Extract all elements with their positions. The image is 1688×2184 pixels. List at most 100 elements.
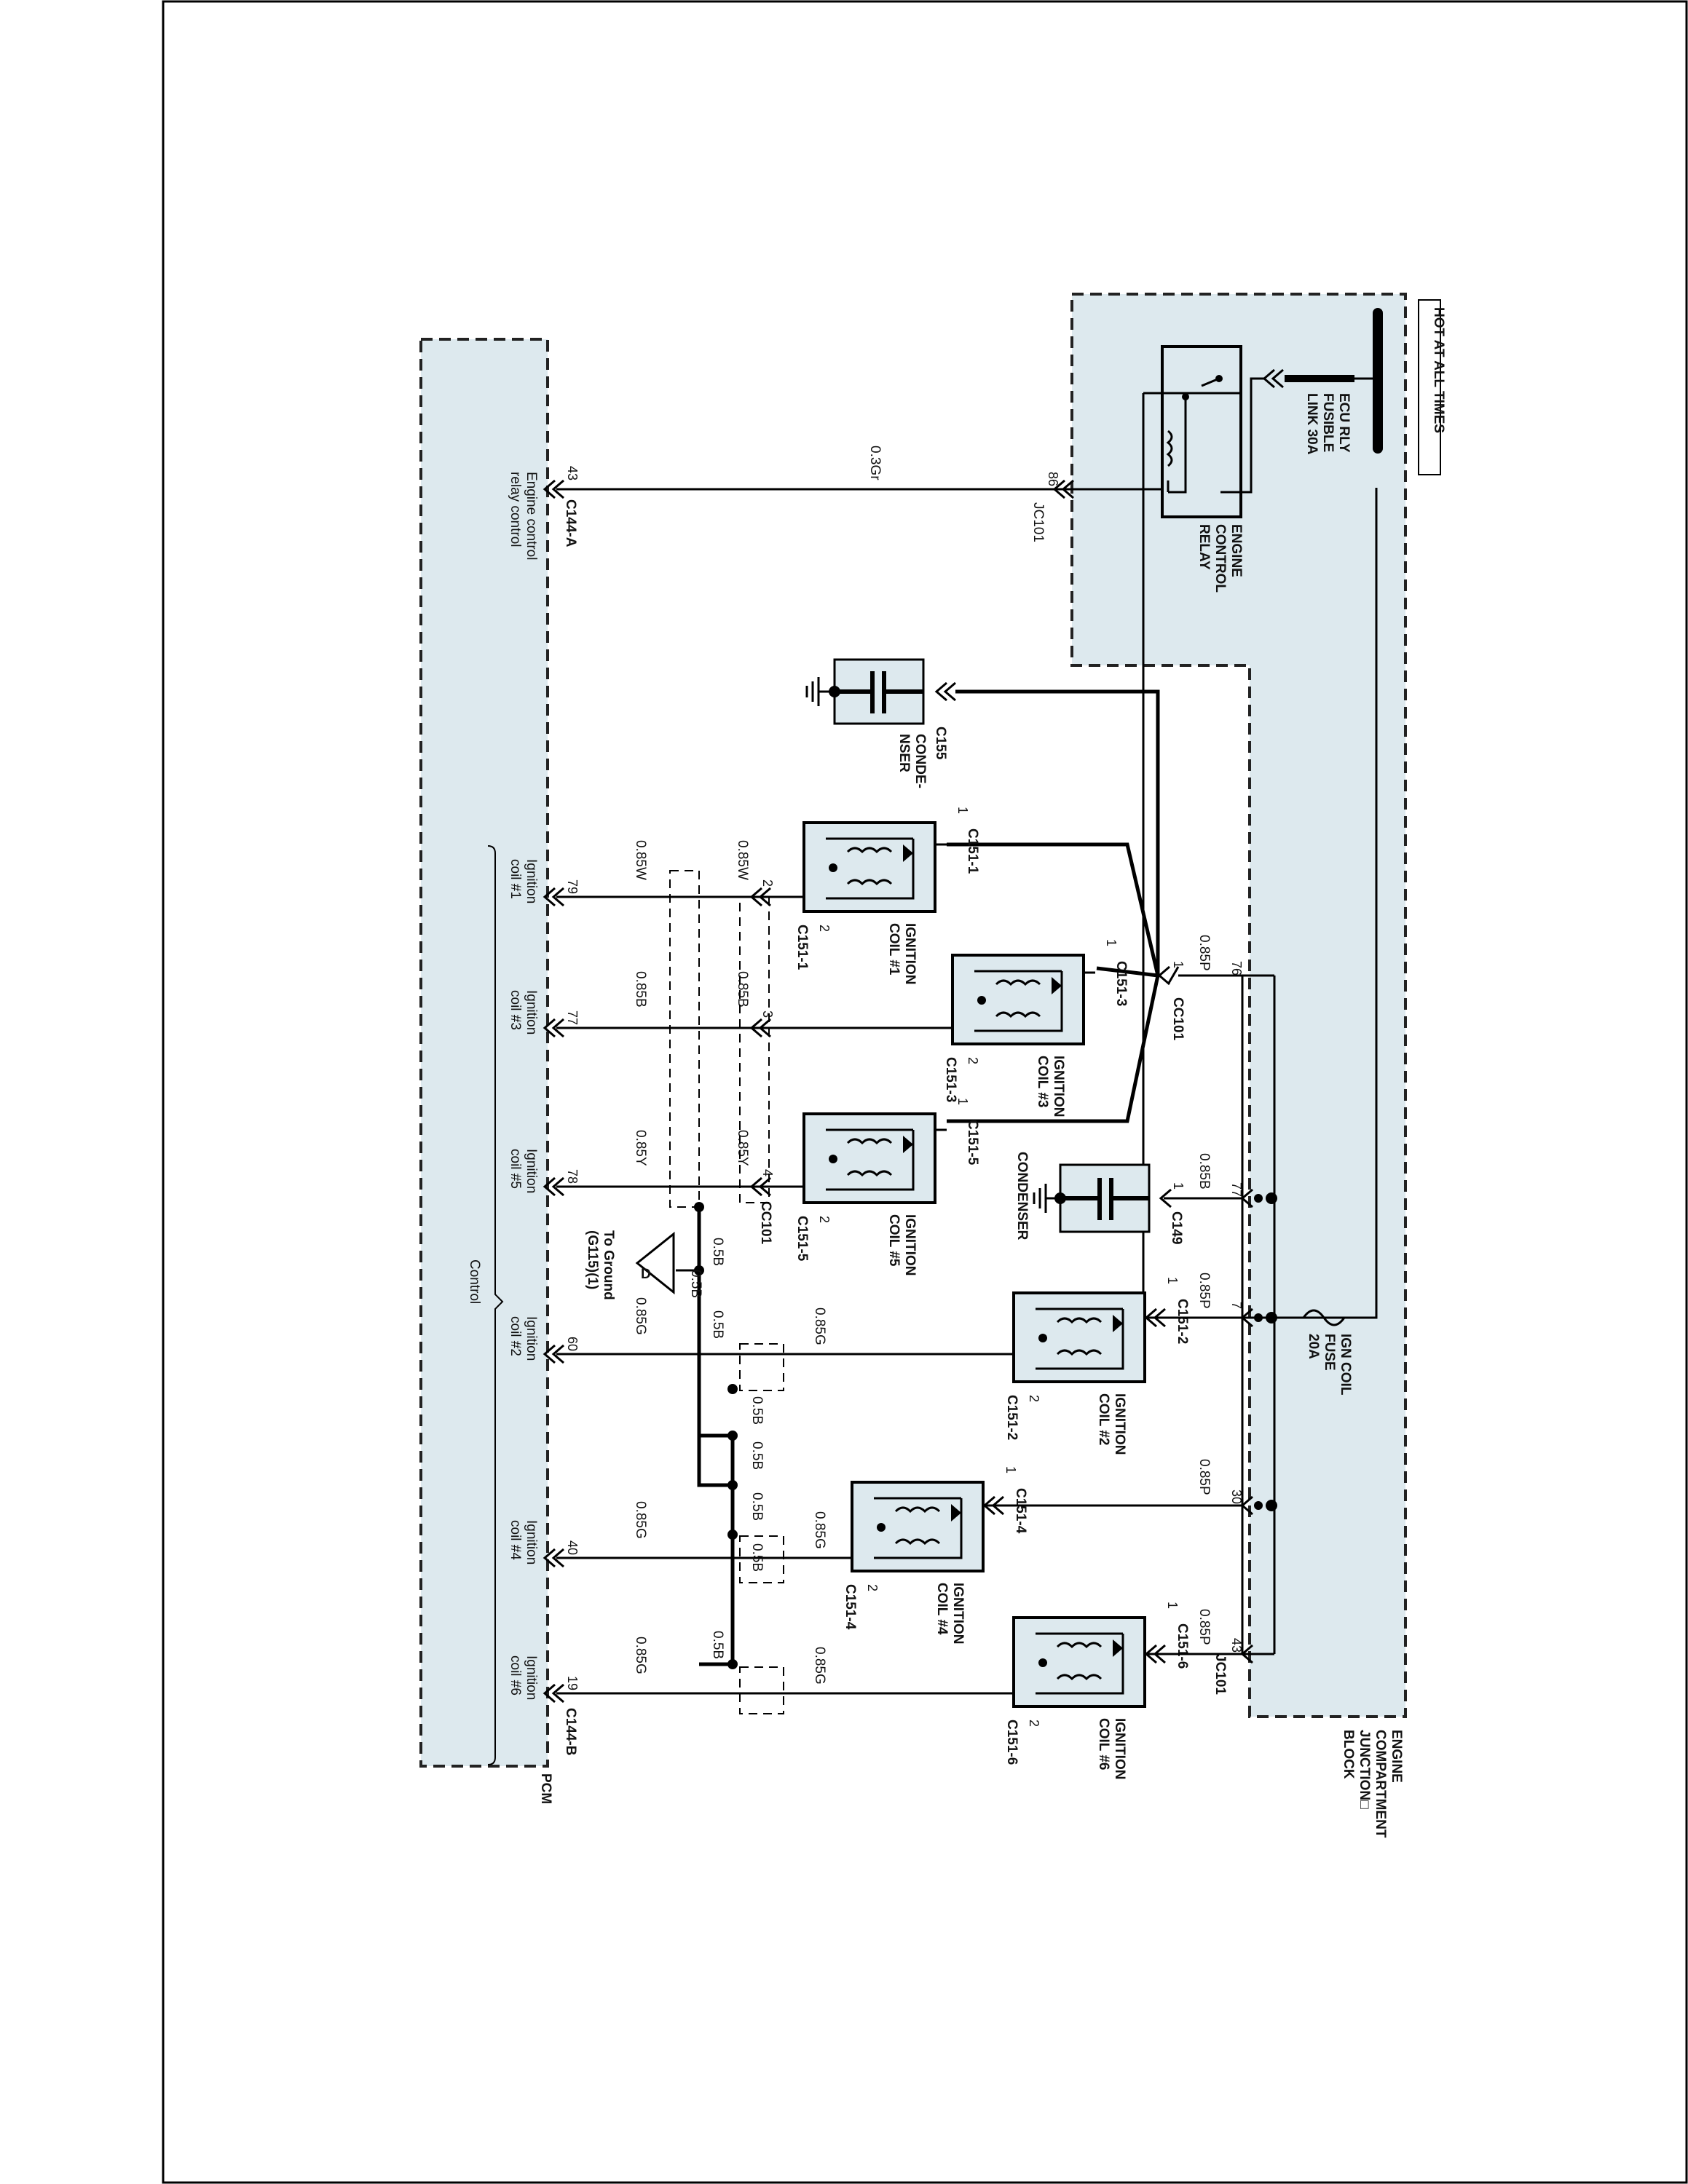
pcm-input-label-2: coil #1 [508, 859, 523, 899]
coil-node-dot [977, 996, 986, 1005]
cc101-top-pin: 1 [1171, 961, 1186, 968]
coil-label-2: COIL #6 [1096, 1718, 1111, 1770]
coil-bottom-pin: 2 [1027, 1720, 1041, 1727]
jb-pin-7: 7 [1229, 1302, 1244, 1309]
cc101-bottom-pin: 2 [760, 879, 775, 887]
condenser-c149-connector: C149 [1169, 1211, 1184, 1244]
coil-bottom-connector: C151-6 [1004, 1720, 1019, 1765]
coil-bottom-connector: C151-4 [843, 1584, 858, 1630]
pcm-connector-icon [543, 1344, 564, 1364]
coil-top-connector-icon [982, 1495, 1004, 1516]
pcm-input-label-1: Ignition [524, 990, 539, 1034]
pcm-input-label-2: coil #3 [508, 990, 523, 1030]
pcm-pin: 60 [565, 1337, 580, 1351]
ground-bus-branch [697, 1207, 733, 1487]
jb-pin-76: 76 [1229, 961, 1244, 976]
coil-top-pin: 1 [955, 807, 970, 814]
jb-jc101-label: JC101 [1212, 1654, 1228, 1695]
shield-outline [669, 870, 700, 1208]
relay-wire-label: 0.3Gr [867, 446, 883, 480]
coil-top-connector: C151-4 [1013, 1488, 1028, 1534]
coil-bottom-connector: C151-3 [943, 1057, 958, 1102]
ground-wire-label: 0.5B [710, 1238, 725, 1266]
pcm-wire-label: 0.85G [633, 1297, 648, 1335]
pcm-wire-label: 0.85Y [633, 1130, 648, 1166]
ignition-coil-icon [995, 979, 1041, 1018]
cc101-bottom-label: CC101 [758, 1201, 773, 1245]
pcm-pin-43: 43 [565, 466, 580, 480]
jb-label-4: BLOCK [1341, 1730, 1356, 1779]
pcm-relay-control-label-1: Engine control [524, 472, 539, 560]
condenser-c149-icon [1063, 1178, 1149, 1220]
ignition-coil-icon [894, 1506, 941, 1546]
ignition-coil-winding-icon [1036, 1307, 1124, 1370]
pcm-pin: 79 [565, 879, 580, 894]
pcm-control-brace [487, 845, 504, 1765]
shield-outline [739, 1666, 784, 1714]
coil-label-1: IGNITION [902, 923, 918, 984]
ground-node-dot [727, 1431, 738, 1441]
coil-top-pin: 1 [1003, 1466, 1018, 1473]
coil-label-1: IGNITION [1051, 1056, 1066, 1117]
diode-icon [903, 844, 913, 862]
ground-wire-label: 0.5B [710, 1631, 725, 1659]
jb-wire-085p-coil4: 0.85P [1196, 1459, 1212, 1495]
coil-bottom-pin: 2 [1027, 1395, 1041, 1402]
pcm-c144a-label: C144-A [563, 499, 578, 547]
relay-switch-icon [1168, 377, 1264, 494]
coil-label-1: IGNITION [1112, 1393, 1127, 1455]
pcm-connector-icon [543, 887, 564, 907]
coil-node-dot [829, 863, 837, 872]
condenser-c149-label: CONDENSER [1014, 1152, 1030, 1241]
fusible-link-label-1: ECU RLY [1336, 393, 1352, 453]
pcm-input-label-2: coil #5 [508, 1149, 523, 1189]
fuse-label-1: IGN COIL [1338, 1334, 1353, 1396]
fusible-link-label-2: FUSIBLE [1320, 393, 1336, 452]
shield-outline [739, 896, 770, 1203]
pcm-c144a-connector-icon [543, 479, 564, 499]
ground-node-dot [727, 1530, 738, 1540]
ground-wire-label: 0.5B [749, 1492, 765, 1521]
cc101-bottom-pin: 3 [760, 1010, 775, 1018]
pcm-pin: 78 [565, 1169, 580, 1184]
fuse-label-3: 20A [1306, 1334, 1321, 1359]
pcm-wire-label: 0.85W [633, 840, 648, 880]
cc101-bottom-pin: 4 [760, 1169, 775, 1176]
coil-ground-wire-label: 0.85G [812, 1647, 827, 1685]
ignition-coil-icon [1056, 1317, 1103, 1356]
ground-triangle-icon [635, 1231, 675, 1295]
ground-label-1: To Ground [601, 1230, 616, 1300]
ground-node-dot [694, 1202, 704, 1212]
ground-wire-label: 0.5B [710, 1310, 725, 1339]
relay-label-1: ENGINE [1228, 524, 1244, 577]
pcm-input-label-2: coil #4 [508, 1520, 523, 1560]
ground-wire-label: 0.5B [749, 1543, 765, 1572]
condenser-c155-connector: C155 [933, 727, 948, 760]
coil-top-connector-icon [1144, 1644, 1166, 1664]
ground-symbol-letter: D [641, 1267, 651, 1282]
coil-label-2: COIL #5 [886, 1214, 902, 1267]
ground-wire-label: 0.5B [688, 1270, 703, 1298]
pcm-relay-control-label-2: relay control [508, 472, 523, 547]
condenser-c149-pin: 1 [1171, 1182, 1186, 1190]
jb-label-2: COMPARTMENT [1373, 1730, 1388, 1838]
pcm-input-label-2: coil #2 [508, 1316, 523, 1356]
ignition-coil-icon [1056, 1642, 1103, 1681]
coil-top-connector-icon [1144, 1307, 1166, 1328]
coil-label-1: IGNITION [1112, 1718, 1127, 1779]
diode-icon [1113, 1639, 1123, 1657]
pcm-label: PCM [538, 1773, 553, 1804]
pcm-c144b-label: C144-B [563, 1708, 578, 1755]
pcm-connector-icon [543, 1548, 564, 1568]
diode-icon [951, 1504, 961, 1522]
ground-node-dot [727, 1384, 738, 1394]
ignition-coil-winding-icon [826, 1128, 915, 1191]
coil-bottom-connector: C151-5 [794, 1216, 810, 1262]
ignition-coil-icon [846, 847, 893, 886]
junction-block-region [1070, 293, 1407, 1718]
relay-label-3: RELAY [1196, 524, 1212, 570]
pcm-wire-label: 0.85G [633, 1501, 648, 1539]
jb-pin-30: 30 [1229, 1489, 1244, 1504]
coil-label-2: COIL #3 [1035, 1056, 1050, 1107]
